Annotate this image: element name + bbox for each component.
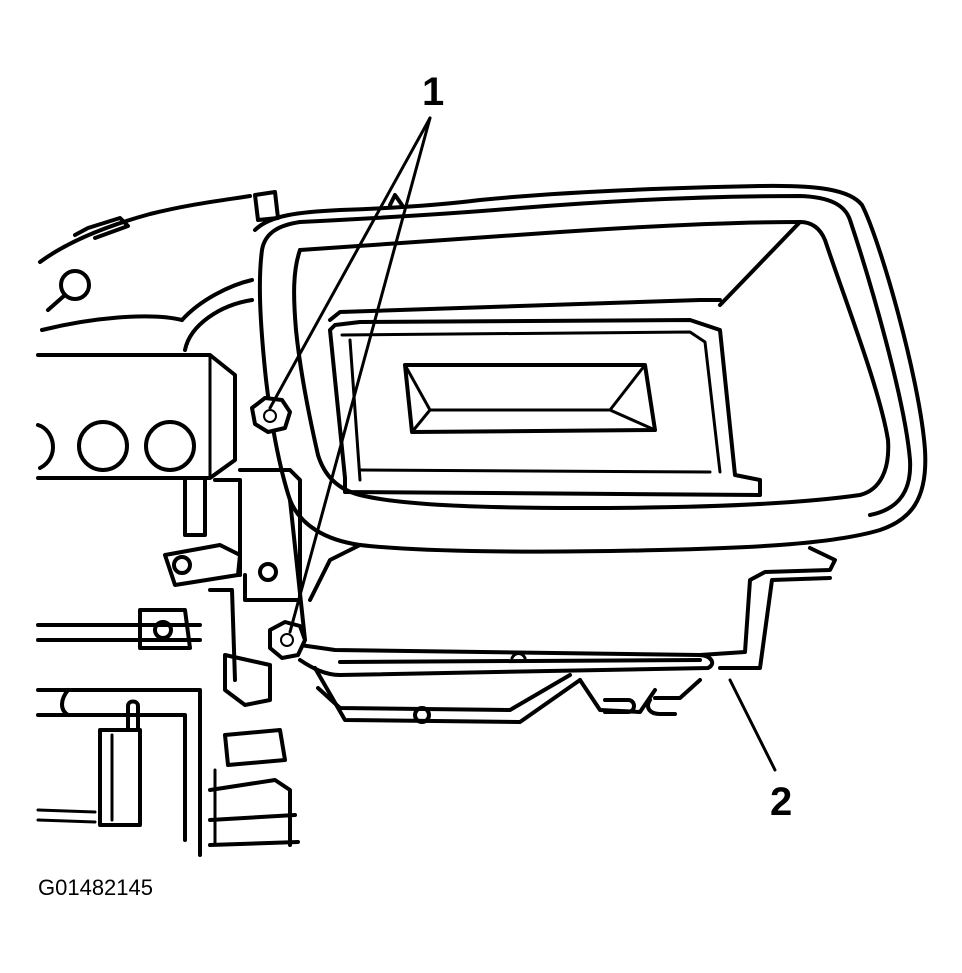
callout-2: 2: [770, 780, 793, 824]
bolt-upper: [250, 396, 292, 434]
lower-bracket-assembly: [288, 498, 837, 724]
hvac-housing: [253, 183, 928, 554]
leader-lines: [268, 116, 777, 772]
leader-2: [728, 678, 777, 772]
callout-1: 1: [422, 70, 445, 114]
lower-structure: [36, 588, 300, 857]
mounting-bracket: [163, 468, 302, 602]
bolts: [250, 396, 307, 660]
leader-1-upper: [268, 116, 432, 410]
leader-1-lower: [288, 116, 432, 634]
dashboard-outline: [38, 194, 254, 352]
vent-bar: [36, 353, 237, 480]
figure-id: G01482145: [38, 875, 153, 900]
bolt-lower: [268, 620, 307, 660]
